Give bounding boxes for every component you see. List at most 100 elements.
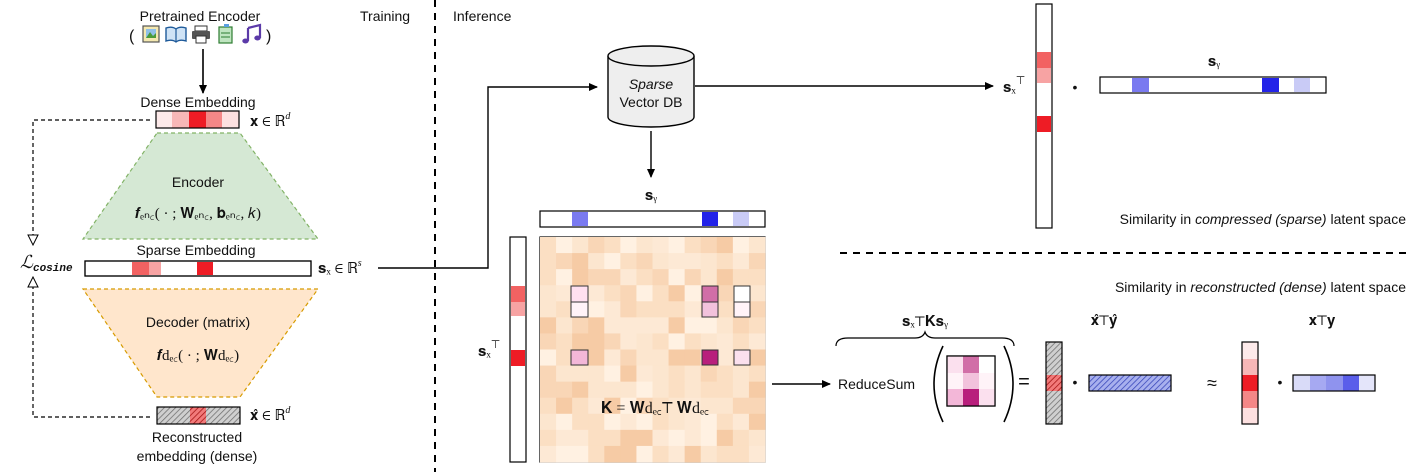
kernel-cell [604, 333, 621, 350]
dense-embedding-math: 𝐱 ∈ ℝd [250, 111, 291, 130]
dense-embedding-label: Dense Embedding [140, 94, 255, 110]
kernel-cell [716, 429, 734, 447]
kernel-cell [732, 413, 750, 431]
kernel-cell [748, 429, 766, 447]
kernel-cell [572, 381, 589, 399]
kernel-cell [620, 365, 637, 383]
kernel-cell [700, 317, 718, 334]
kernel-cell [700, 381, 718, 399]
kernel-cell [652, 413, 670, 431]
kernel-cell [684, 413, 702, 431]
kernel-cell [748, 301, 766, 318]
kernel-cell [668, 381, 686, 399]
kernel-formula: 𝐊 = 𝐖dₑ꜀⊤ 𝐖dₑ꜀ [601, 400, 709, 417]
kernel-cell [748, 413, 766, 431]
kernel-cell [636, 253, 653, 270]
kernel-cell [556, 253, 573, 270]
kernel-cell [588, 429, 605, 447]
encoder-block [81, 132, 320, 240]
x-vector [1241, 341, 1259, 425]
kernel-cell [540, 365, 557, 383]
kernel-cell [732, 381, 750, 399]
kernel-cell [668, 317, 686, 334]
training-label: Training [360, 8, 410, 24]
kernel-cell [684, 269, 702, 286]
kernel-cell [556, 381, 573, 399]
kernel-cell [572, 317, 589, 334]
kernel-cell [668, 349, 686, 367]
kernel-cell [636, 333, 653, 350]
kernel-cell [732, 365, 750, 383]
kernel-cell [636, 429, 653, 447]
kernel-cell [668, 413, 686, 431]
kernel-cell [716, 253, 734, 270]
kernel-cell [556, 429, 573, 447]
kernel-cell [620, 237, 637, 254]
kernel-cell [732, 253, 750, 270]
kernel-cell [556, 397, 573, 415]
decoder-block [81, 288, 320, 398]
kernel-cell [748, 285, 766, 302]
kernel-cell [588, 333, 605, 350]
kernel-cell [716, 397, 734, 415]
kernel-cell [668, 445, 686, 463]
kernel-cell [540, 445, 557, 463]
reconstructed-dot1: • [1073, 374, 1078, 390]
kernel-cell [748, 333, 766, 350]
kernel-cell [700, 413, 718, 431]
kernel-cell [572, 397, 589, 415]
sparse-embedding-vector [84, 260, 312, 277]
kernel-cell [540, 349, 557, 367]
kernel-cell [556, 413, 573, 431]
kernel-cell [732, 333, 750, 350]
kernel-cell [684, 253, 702, 270]
kernel-cell [684, 365, 702, 383]
kernel-cell [748, 445, 766, 463]
kernel-sx-vector [509, 236, 527, 463]
kernel-cell [636, 397, 653, 415]
kernel-cell [620, 317, 637, 334]
kernel-cell [588, 285, 605, 302]
kernel-cell [716, 445, 734, 463]
kernel-cell [668, 301, 686, 318]
kernel-cell [652, 285, 670, 302]
kernel-sy-vector [539, 210, 766, 228]
reconstructed-caption: Similarity in reconstructed (dense) late… [1115, 279, 1406, 295]
reducesum-close-paren [1003, 345, 1014, 423]
kernel-cell [652, 237, 670, 254]
kernel-cell [732, 269, 750, 286]
kernel-cell [652, 317, 670, 334]
kernel-cell [748, 381, 766, 399]
loss-to-dense-arrow [33, 119, 150, 240]
kernel-cell [540, 333, 557, 350]
sksy-label: 𝐬ₓ⊤𝐊𝐬ᵧ [902, 314, 948, 330]
document-icon [218, 24, 233, 44]
kernel-cell [636, 381, 653, 399]
kernel-cell [604, 413, 621, 431]
kernel-cell [732, 317, 750, 334]
kernel-cell [732, 445, 750, 463]
kernel-cell [620, 333, 637, 350]
kernel-cell [540, 237, 557, 254]
kernel-cell [700, 397, 718, 415]
compressed-sx-vector [1035, 3, 1053, 229]
kernel-cell [652, 381, 670, 399]
kernel-cell [556, 349, 573, 367]
sparse-embedding-label: Sparse Embedding [136, 242, 255, 258]
kernel-cell [668, 429, 686, 447]
pretrained-close-paren: ) [266, 28, 271, 45]
kernel-cell [732, 429, 750, 447]
sparse-vector-db: Sparse Vector DB [607, 45, 695, 128]
compressed-sx-label: 𝐬ₓ⊤ [1003, 75, 1025, 96]
reducesum-matrix [946, 355, 996, 407]
kernel-cell [716, 349, 734, 367]
kernel-cell [572, 429, 589, 447]
kernel-cell [604, 301, 621, 318]
book-icon [165, 26, 187, 43]
kernel-cell [588, 317, 605, 334]
kernel-cell [556, 333, 573, 350]
kernel-cell [620, 301, 637, 318]
compressed-sy-label: 𝐬ᵧ [1208, 54, 1220, 70]
kernel-cell [700, 333, 718, 350]
pretrained-open-paren: ( [129, 28, 135, 45]
